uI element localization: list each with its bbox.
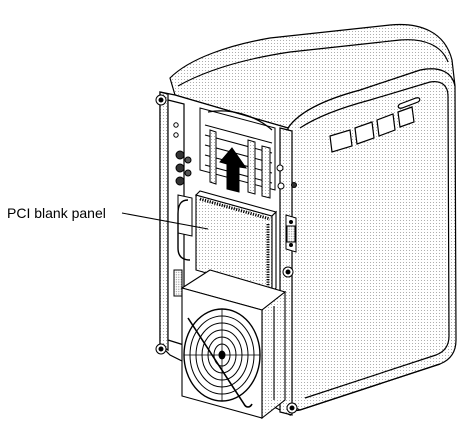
pci-blank-panel	[194, 190, 278, 294]
callout-label-pci-blank-panel: PCI blank panel	[7, 205, 106, 221]
rear-connectors-right	[276, 164, 297, 253]
frame-screws	[155, 94, 298, 414]
left-handle	[177, 199, 191, 261]
chassis-side	[169, 23, 457, 412]
fan-guard-handle	[187, 317, 253, 408]
arrow-up-icon	[219, 147, 248, 193]
fan-grille	[183, 308, 261, 402]
callout-leader-line	[121, 212, 209, 230]
pci-slot-area	[199, 107, 276, 199]
